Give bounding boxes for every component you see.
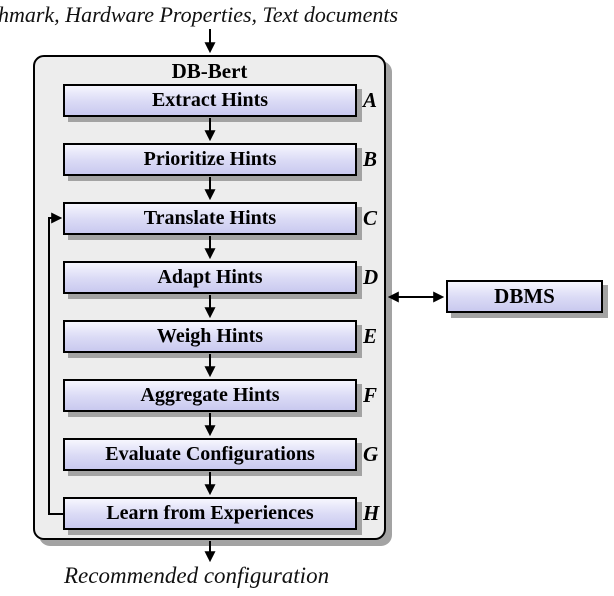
step-row-adapt-hints: Adapt Hints D [63, 261, 378, 294]
step-letter-g: G [363, 442, 379, 466]
evaluate-configurations-box: Evaluate Configurations [63, 438, 357, 471]
extract-hints-box: Extract Hints [63, 84, 357, 117]
step-row-extract-hints: Extract Hints A [63, 84, 377, 117]
step-letter-b: B [363, 147, 378, 171]
step-row-prioritize-hints: Prioritize Hints B [63, 143, 377, 176]
step-row-weigh-hints: Weigh Hints E [63, 320, 377, 353]
step-row-learn-from-experiences: Learn from Experiences H [63, 497, 379, 530]
step-letter-d: D [363, 265, 379, 289]
step-row-aggregate-hints: Aggregate Hints F [63, 379, 377, 412]
dbms-box: DBMS [446, 280, 603, 313]
step-letter-a: A [363, 88, 378, 112]
step-letter-c: C [363, 206, 378, 230]
translate-hints-box: Translate Hints [63, 202, 357, 235]
step-letter-h: H [363, 501, 380, 525]
step-row-translate-hints: Translate Hints C [63, 202, 377, 235]
input-caption: Benchmark, Hardware Properties, Text doc… [0, 2, 399, 27]
adapt-hints-box: Adapt Hints [63, 261, 357, 294]
step-row-evaluate-configurations: Evaluate Configurations G [63, 438, 378, 471]
learn-from-experiences-box: Learn from Experiences [63, 497, 357, 530]
prioritize-hints-box: Prioritize Hints [63, 143, 357, 176]
dbbert-title: DB-Bert [171, 59, 248, 83]
step-letter-e: E [363, 324, 378, 348]
step-letter-f: F [363, 383, 378, 407]
aggregate-hints-box: Aggregate Hints [63, 379, 357, 412]
output-caption: Recommended configuration [64, 563, 330, 588]
weigh-hints-box: Weigh Hints [63, 320, 357, 353]
